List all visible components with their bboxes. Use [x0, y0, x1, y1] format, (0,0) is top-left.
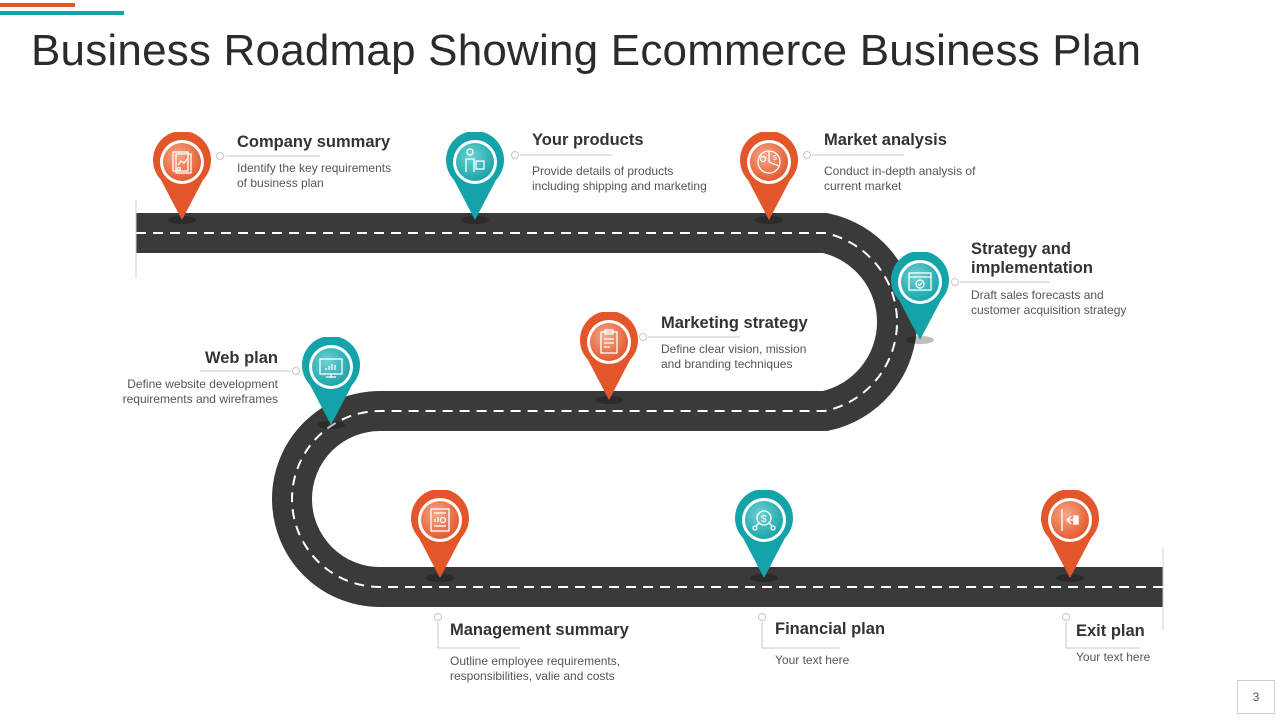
svg-text:$: $: [761, 514, 767, 525]
financial-plan-title: Financial plan: [775, 620, 886, 638]
pin-your-products: [445, 131, 505, 227]
product-delivery-icon: [465, 148, 485, 172]
strategy-implementation-title: Strategy and implementation: [971, 240, 1093, 277]
company-summary-desc: Identify the key requirements of busines…: [237, 161, 392, 190]
market-analysis-desc: Conduct in-depth analysis of current mar…: [824, 164, 976, 193]
browser-check-icon: [908, 272, 932, 291]
pin-strategy-implementation: [890, 251, 950, 347]
document-chart-icon: [430, 508, 450, 532]
marketing-strategy-title: Marketing strategy: [661, 314, 808, 332]
pin-financial-plan: $: [734, 489, 794, 585]
exit-plan-title: Exit plan: [1076, 622, 1145, 640]
management-summary-desc: Outline employee requirements, responsib…: [450, 654, 621, 683]
your-products-desc: Provide details of products including sh…: [532, 164, 707, 193]
page-number: 3: [1237, 680, 1275, 714]
pin-market-analysis: $: [739, 131, 799, 227]
accent-bar-orange: [0, 3, 75, 7]
clipboard-strategy-icon: [600, 329, 618, 354]
svg-text:$: $: [773, 155, 777, 162]
pin-web-plan: [301, 336, 361, 432]
strategy-implementation-desc: Draft sales forecasts and customer acqui…: [971, 288, 1127, 317]
report-chart-icon: [172, 151, 192, 174]
financial-plan-desc: Your text here: [775, 653, 850, 667]
market-pie-icon: $: [757, 150, 781, 174]
slide-title: Business Roadmap Showing Ecommerce Busin…: [31, 26, 1142, 75]
web-plan-desc: Define website development requirements …: [122, 377, 278, 406]
road-lane-marking: [136, 232, 1163, 588]
exit-door-icon: [1061, 509, 1079, 531]
web-plan-title: Web plan: [204, 349, 278, 367]
your-products-title: Your products: [532, 131, 644, 149]
market-analysis-title: Market analysis: [824, 131, 947, 149]
management-summary-title: Management summary: [450, 621, 629, 639]
pin-management-summary: [410, 489, 470, 585]
dollar-network-icon: $: [752, 510, 776, 531]
accent-bar-teal: [0, 11, 124, 15]
pin-marketing-strategy: [579, 311, 639, 407]
marketing-strategy-desc: Define clear vision, mission and brandin…: [661, 342, 807, 371]
exit-plan-desc: Your text here: [1076, 650, 1151, 664]
company-summary-title: Company summary: [237, 133, 391, 151]
monitor-chart-icon: [319, 358, 343, 378]
pin-company-summary: [152, 131, 212, 227]
pin-exit-plan: [1040, 489, 1100, 585]
